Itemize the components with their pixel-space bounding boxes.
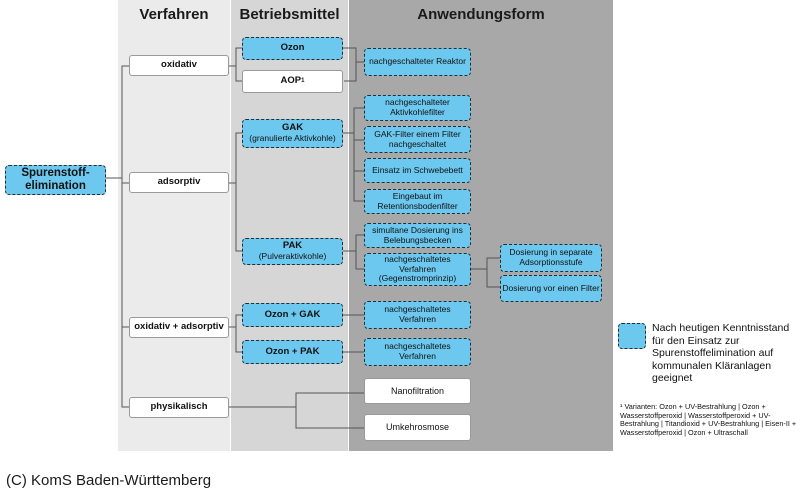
anwendung-gak-filter: GAK-Filter einem Filter nachgeschaltet	[364, 126, 471, 153]
betriebsmittel-ozon-pak: Ozon + PAK	[242, 340, 343, 364]
column-title-verfahren: Verfahren	[139, 6, 209, 23]
legend-swatch	[618, 323, 646, 349]
anwendung-gegenstrom: nachgeschaltetes Verfahren (Gegenstrompr…	[364, 253, 471, 286]
anwendung-schwebebett: Einsatz im Schwebebett	[364, 158, 471, 183]
anwendung-vor-filter: Dosierung vor einen Filter	[500, 275, 602, 302]
aop-footnote-marker: 1	[301, 78, 305, 85]
betriebsmittel-ozon: Ozon	[242, 37, 343, 60]
root-spurenstoffelimination: Spurenstoff-elimination	[5, 165, 106, 195]
anwendung-reaktor: nachgeschalteter Reaktor	[364, 48, 471, 76]
betriebsmittel-ozon-gak: Ozon + GAK	[242, 303, 343, 327]
legend-text: Nach heutigen Kenntnisstand für den Eins…	[652, 322, 790, 385]
anwendung-adsorptionsstufe: Dosierung in separate Adsorptionsstufe	[500, 244, 602, 272]
anwendung-simultan: simultane Dosierung ins Belebungsbecken	[364, 223, 471, 248]
verfahren-oxidativ: oxidativ	[129, 55, 229, 76]
anwendung-ozon-gak-verfahren: nachgeschaltetes Verfahren	[364, 301, 471, 329]
betriebsmittel-pak: PAK (Pulveraktivkohle)	[242, 238, 343, 265]
anwendung-nanofiltration: Nanofiltration	[364, 378, 471, 404]
verfahren-physikalisch: physikalisch	[129, 397, 229, 418]
gak-title: GAK	[281, 122, 304, 134]
anwendung-ozon-pak-verfahren: nachgeschaltetes Verfahren	[364, 338, 471, 366]
anwendung-umkehrosmose: Umkehrosmose	[364, 414, 471, 441]
betriebsmittel-gak: GAK (granulierte Aktivkohle)	[242, 119, 343, 148]
footnote: ¹ Varianten: Ozon + UV-Bestrahlung | Ozo…	[620, 402, 797, 437]
verfahren-adsorptiv: adsorptiv	[129, 172, 229, 193]
gak-subtitle: (granulierte Aktivkohle)	[249, 133, 336, 144]
credit: (C) KomS Baden-Württemberg	[6, 472, 212, 489]
aop-label: AOP	[280, 75, 302, 87]
column-title-anwendungsform: Anwendungsform	[417, 6, 545, 23]
verfahren-oxidativ-adsorptiv: oxidativ + adsorptiv	[129, 317, 229, 338]
column-title-betriebsmittel: Betriebsmittel	[239, 6, 340, 23]
anwendung-retentionsbodenfilter: Eingebaut im Retentionsbodenfilter	[364, 189, 471, 214]
pak-subtitle: (Pulveraktivkohle)	[258, 251, 327, 262]
pak-title: PAK	[282, 240, 303, 252]
anwendung-aktivkohlefilter: nachgeschalteter Aktivkohlefilter	[364, 95, 471, 121]
